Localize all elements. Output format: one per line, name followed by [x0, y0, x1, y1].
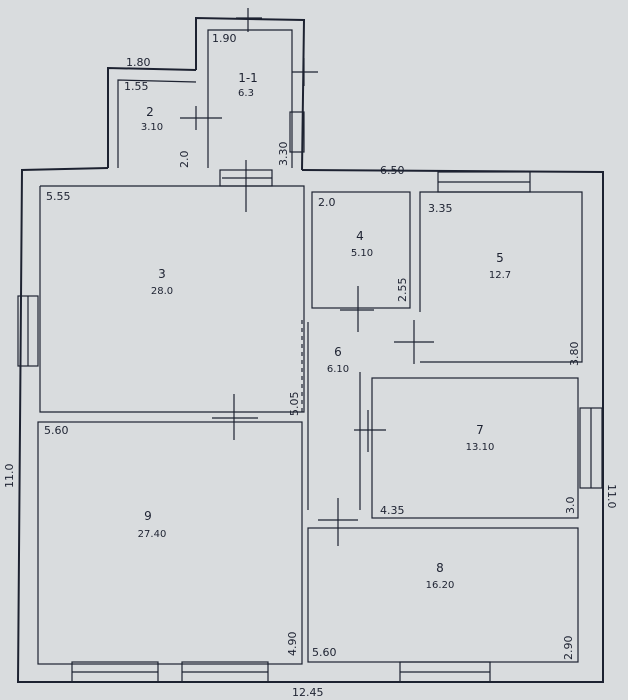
room-labels: 1-1 6.3 2 3.10 3 28.0 4 5.10 5 12.7 6 6.…	[138, 71, 511, 591]
dim-left-wing-inner: 1.55	[124, 80, 149, 93]
room-4-number: 4	[356, 229, 364, 243]
door-marks	[180, 8, 434, 546]
room-5-area: 12.7	[489, 270, 511, 281]
room-4-area: 5.10	[351, 248, 373, 259]
dim-right-height: 11.0	[605, 484, 618, 509]
room-8-number: 8	[436, 561, 444, 575]
room-8-area: 16.20	[426, 580, 455, 591]
dim-room9-width: 5.60	[44, 424, 69, 437]
room-7-number: 7	[476, 423, 484, 437]
dim-room8-width: 5.60	[312, 646, 337, 659]
outer-walls	[16, 16, 604, 683]
interior-walls	[37, 191, 583, 665]
dim-room5-width: 3.35	[428, 202, 453, 215]
room-6-area: 6.10	[327, 364, 349, 375]
room-7-area: 13.10	[466, 442, 495, 453]
dimension-labels: 1.90 1.80 1.55 2.0 3.30 6.50 5.55 2.0 3.…	[3, 32, 618, 699]
room-3-area: 28.0	[151, 286, 173, 297]
room-2-area: 3.10	[141, 122, 163, 133]
dim-left-wing-height: 2.0	[178, 151, 191, 169]
dim-top-wing-height: 3.30	[277, 142, 290, 167]
dim-room3-width: 5.55	[46, 190, 71, 203]
dim-room9-height: 4.90	[286, 632, 299, 657]
dim-total-width: 12.45	[292, 686, 324, 699]
room-9-number: 9	[144, 509, 152, 523]
dim-left-wing-top: 1.80	[126, 56, 151, 69]
dim-room4-width: 2.0	[318, 196, 336, 209]
dim-room7-height: 3.0	[564, 497, 577, 515]
dim-room5-height: 3.80	[568, 342, 581, 367]
dim-top-wing-width: 1.90	[212, 32, 237, 45]
room-1-1-area: 6.3	[238, 88, 254, 99]
dim-left-height: 11.0	[3, 464, 16, 489]
dim-room4-height: 2.55	[396, 278, 409, 303]
dim-room7-width: 4.35	[380, 504, 405, 517]
dim-room8-height: 2.90	[562, 636, 575, 661]
dim-top-right-length: 6.50	[380, 164, 405, 177]
dim-corridor-height: 5.05	[288, 392, 301, 417]
room-2-number: 2	[146, 105, 154, 119]
room-3-number: 3	[158, 267, 166, 281]
room-9-area: 27.40	[138, 529, 167, 540]
room-6-number: 6	[334, 345, 342, 359]
room-1-1-number: 1-1	[238, 71, 258, 85]
room-5-number: 5	[496, 251, 504, 265]
